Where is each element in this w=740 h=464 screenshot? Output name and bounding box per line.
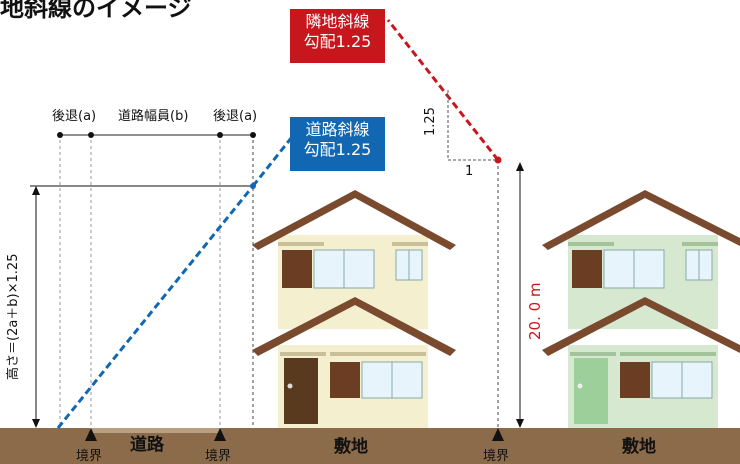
ground — [0, 428, 740, 464]
boundary-marker — [214, 428, 226, 441]
site-right-label: 敷地 — [622, 437, 656, 457]
height-formula-label: 高さ＝(2a＋b)×1.25 — [6, 253, 21, 380]
house-right — [542, 190, 740, 428]
boundary-marker — [85, 428, 97, 441]
arrow-down — [32, 419, 40, 428]
road-oblique-point — [250, 183, 256, 189]
neighbor-oblique-line — [386, 19, 500, 161]
boundary-marker — [492, 428, 504, 441]
arrow-up — [32, 186, 40, 195]
road-oblique-title: 道路斜線 — [305, 120, 370, 139]
diagram-title: 地斜線のイメージ — [0, 0, 192, 22]
dimension-dot — [217, 132, 223, 138]
neighbor-oblique-gradient: 勾配1.25 — [303, 32, 372, 51]
road-oblique-gradient: 勾配1.25 — [303, 140, 372, 159]
road-surface — [90, 428, 220, 433]
road-oblique-label: 道路斜線 勾配1.25 — [290, 117, 385, 171]
height-value-label: 20. 0 m — [526, 282, 544, 340]
road-label: 道路 — [130, 435, 164, 455]
arrow-down — [516, 419, 524, 428]
boundary-label-3: 境界 — [483, 449, 510, 464]
neighbor-oblique-point — [494, 156, 502, 164]
house-left — [252, 190, 456, 428]
road-oblique-line — [251, 136, 294, 187]
arrow-up — [516, 162, 524, 171]
road-oblique-line — [56, 185, 255, 429]
neighbor-oblique-label: 隣地斜線 勾配1.25 — [290, 9, 385, 63]
dimension-dot — [57, 132, 63, 138]
road-width-label: 道路幅員(b) — [118, 109, 189, 124]
dimension-dot — [250, 132, 256, 138]
setback-a-right-label: 後退(a) — [213, 109, 258, 124]
boundary-label-1: 境界 — [76, 449, 103, 464]
slope-run-label: 1 — [465, 164, 474, 179]
neighbor-oblique-title: 隣地斜線 — [305, 12, 370, 31]
site-left-label: 敷地 — [334, 437, 368, 457]
setback-a-left-label: 後退(a) — [52, 109, 97, 124]
dimension-dot — [88, 132, 94, 138]
slope-rise-label: 1.25 — [423, 107, 438, 136]
boundary-label-2: 境界 — [205, 449, 232, 464]
